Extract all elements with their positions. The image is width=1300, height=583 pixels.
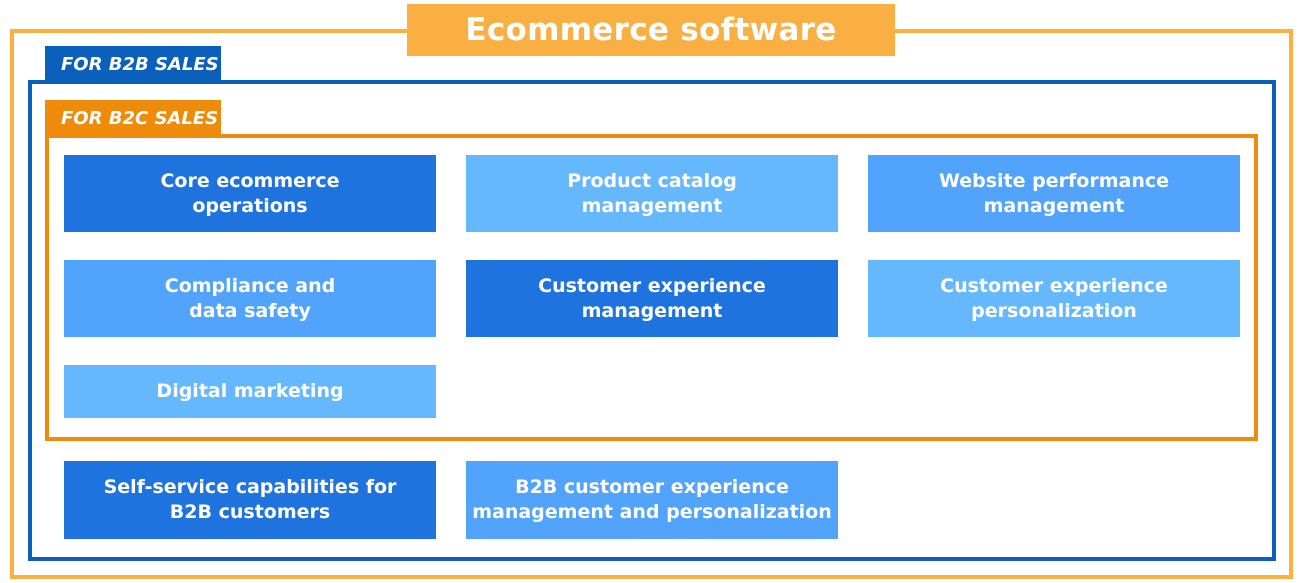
capability-compliance-data-safety: Compliance and data safety (64, 260, 436, 337)
diagram-title: Ecommerce software (407, 4, 895, 56)
capability-digital-marketing: Digital marketing (64, 365, 436, 418)
capability-b2b-customer-experience: B2B customer experience management and p… (466, 461, 838, 539)
capability-customer-experience-management: Customer experience management (466, 260, 838, 337)
capability-customer-experience-personalization: Customer experience personalization (868, 260, 1240, 337)
b2b-sales-label: FOR B2B SALES (45, 46, 221, 82)
capability-website-performance-management: Website performance management (868, 155, 1240, 232)
b2c-sales-label: FOR B2C SALES (45, 100, 221, 136)
b2c-sales-frame (45, 134, 1258, 441)
capability-core-ecommerce-operations: Core ecommerce operations (64, 155, 436, 232)
capability-b2b-self-service: Self-service capabilities for B2B custom… (64, 461, 436, 539)
capability-product-catalog-management: Product catalog management (466, 155, 838, 232)
b2b-sales-frame (28, 80, 1276, 561)
